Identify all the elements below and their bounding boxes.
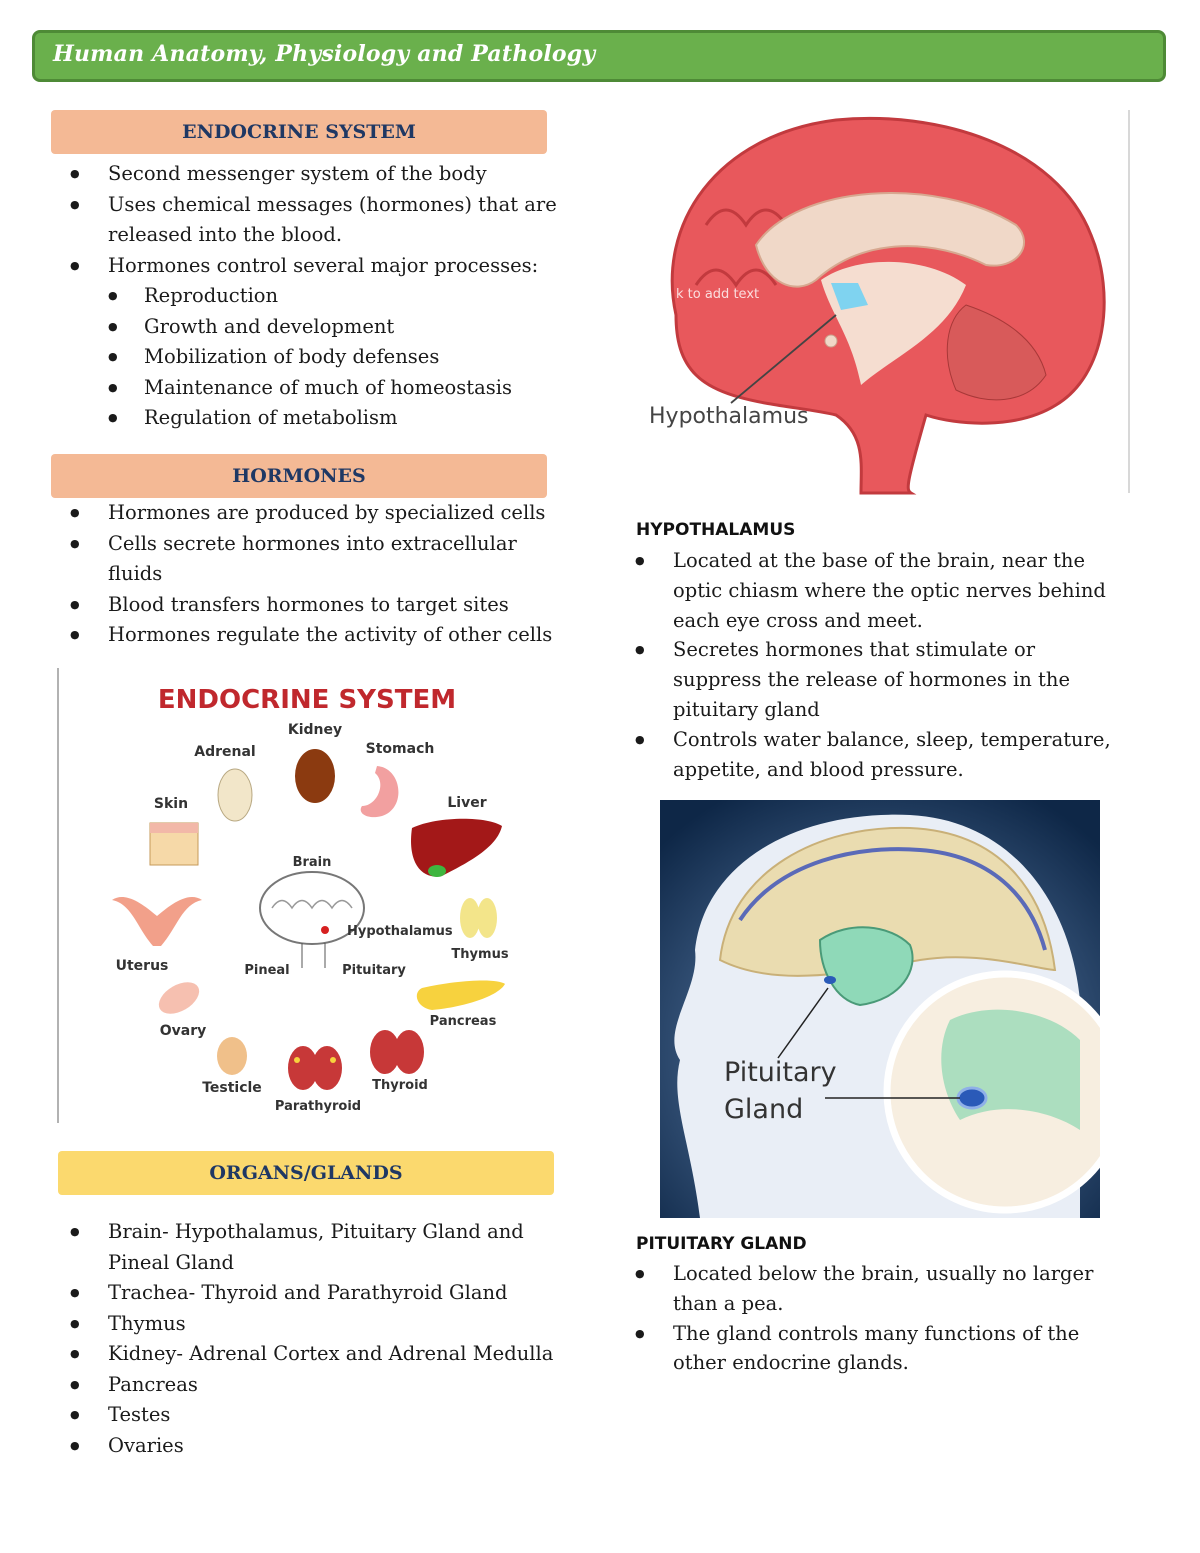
parathyroid-icon bbox=[288, 1046, 318, 1090]
list-item: Reproduction bbox=[52, 281, 572, 312]
list-item: Located at the base of the brain, near t… bbox=[617, 546, 1122, 635]
diagram-title: ENDOCRINE SYSTEM bbox=[158, 685, 456, 715]
pituitary-label-line1: Pituitary bbox=[724, 1057, 837, 1088]
hypothalamus-figure-label: Hypothalamus bbox=[649, 404, 808, 429]
list-item: Regulation of metabolism bbox=[52, 403, 572, 434]
list-item: Uses chemical messages (hormones) that a… bbox=[52, 190, 572, 251]
list-item: Trachea- Thyroid and Parathyroid Gland bbox=[52, 1278, 582, 1309]
organs-bullet-list: Brain- Hypothalamus, Pituitary Gland and… bbox=[52, 1217, 582, 1461]
pituitary-label: Pituitary bbox=[342, 963, 406, 978]
list-item: Kidney- Adrenal Cortex and Adrenal Medul… bbox=[52, 1339, 582, 1370]
brain-hypothalamus-figure: k to add text Hypothalamus bbox=[649, 110, 1130, 495]
page-title: Human Anatomy, Physiology and Pathology bbox=[53, 41, 596, 67]
brain-label: Brain bbox=[293, 855, 332, 870]
testicle-label: Testicle bbox=[202, 1080, 262, 1096]
list-item: Cells secrete hormones into extracellula… bbox=[52, 529, 572, 590]
list-item: Testes bbox=[52, 1400, 582, 1431]
ovary-label: Ovary bbox=[160, 1023, 207, 1039]
skin-label: Skin bbox=[154, 796, 188, 812]
adrenal-label: Adrenal bbox=[194, 744, 255, 760]
testicle-icon bbox=[217, 1037, 247, 1075]
hypothalamus-bullet-list: Located at the base of the brain, near t… bbox=[617, 546, 1122, 784]
thyroid-label: Thyroid bbox=[372, 1078, 428, 1093]
list-item: The gland controls many functions of the… bbox=[617, 1319, 1107, 1379]
overlay-text: k to add text bbox=[676, 287, 759, 302]
hormones-bullet-list: Hormones are produced by specialized cel… bbox=[52, 498, 572, 651]
list-item: Hormones are produced by specialized cel… bbox=[52, 498, 572, 529]
list-item: Blood transfers hormones to target sites bbox=[52, 590, 572, 621]
adrenal-icon bbox=[217, 768, 253, 822]
pituitary-gland-highlight bbox=[956, 1086, 988, 1110]
list-item: Located below the brain, usually no larg… bbox=[617, 1259, 1107, 1319]
parathyroid-label: Parathyroid bbox=[275, 1099, 361, 1114]
stomach-icon bbox=[360, 766, 399, 818]
list-item: Second messenger system of the body bbox=[52, 159, 572, 190]
liver-label: Liver bbox=[447, 795, 486, 811]
list-item: Controls water balance, sleep, temperatu… bbox=[617, 725, 1122, 785]
pancreas-label: Pancreas bbox=[430, 1014, 497, 1029]
list-item: Mobilization of body defenses bbox=[52, 342, 572, 373]
list-item: Pancreas bbox=[52, 1370, 582, 1401]
pituitary-heading: PITUITARY GLAND bbox=[636, 1234, 807, 1254]
pancreas-icon bbox=[416, 980, 505, 1010]
thymus-label: Thymus bbox=[451, 947, 508, 962]
hypothalamus-heading: HYPOTHALAMUS bbox=[636, 520, 796, 540]
list-item: Hormones control several major processes… bbox=[52, 251, 572, 282]
list-item: Ovaries bbox=[52, 1431, 582, 1462]
organs-heading: ORGANS/GLANDS bbox=[58, 1151, 554, 1195]
page-title-banner: Human Anatomy, Physiology and Pathology bbox=[32, 30, 1166, 82]
list-item: Secretes hormones that stimulate or supp… bbox=[617, 635, 1122, 724]
ovary-icon bbox=[158, 982, 200, 1014]
pituitary-gland-figure: Pituitary Gland bbox=[660, 800, 1100, 1218]
hormones-heading: HORMONES bbox=[51, 454, 547, 498]
pituitary-label-line2: Gland bbox=[724, 1094, 803, 1125]
hypothalamus-label: Hypothalamus bbox=[347, 924, 453, 939]
endocrine-bullet-list: Second messenger system of the body Uses… bbox=[52, 159, 572, 434]
stomach-label: Stomach bbox=[366, 741, 435, 757]
list-item: Hormones regulate the activity of other … bbox=[52, 620, 572, 651]
pineal-label: Pineal bbox=[244, 963, 289, 978]
thyroid-icon bbox=[370, 1030, 400, 1074]
pituitary-bullet-list: Located below the brain, usually no larg… bbox=[617, 1259, 1107, 1378]
kidney-icon bbox=[295, 749, 335, 803]
list-item: Thymus bbox=[52, 1309, 582, 1340]
endocrine-system-diagram: ENDOCRINE SYSTEM Kidney Adrenal Stomach … bbox=[57, 668, 509, 1123]
list-item: Maintenance of much of homeostasis bbox=[52, 373, 572, 404]
kidney-label: Kidney bbox=[288, 722, 342, 738]
list-item: Growth and development bbox=[52, 312, 572, 343]
list-item: Brain- Hypothalamus, Pituitary Gland and… bbox=[52, 1217, 582, 1278]
thymus-icon bbox=[460, 898, 480, 938]
uterus-icon bbox=[112, 897, 202, 946]
endocrine-heading: ENDOCRINE SYSTEM bbox=[51, 110, 547, 154]
liver-icon bbox=[411, 818, 502, 877]
hypothalamus-highlight bbox=[831, 283, 868, 310]
uterus-label: Uterus bbox=[116, 958, 169, 974]
